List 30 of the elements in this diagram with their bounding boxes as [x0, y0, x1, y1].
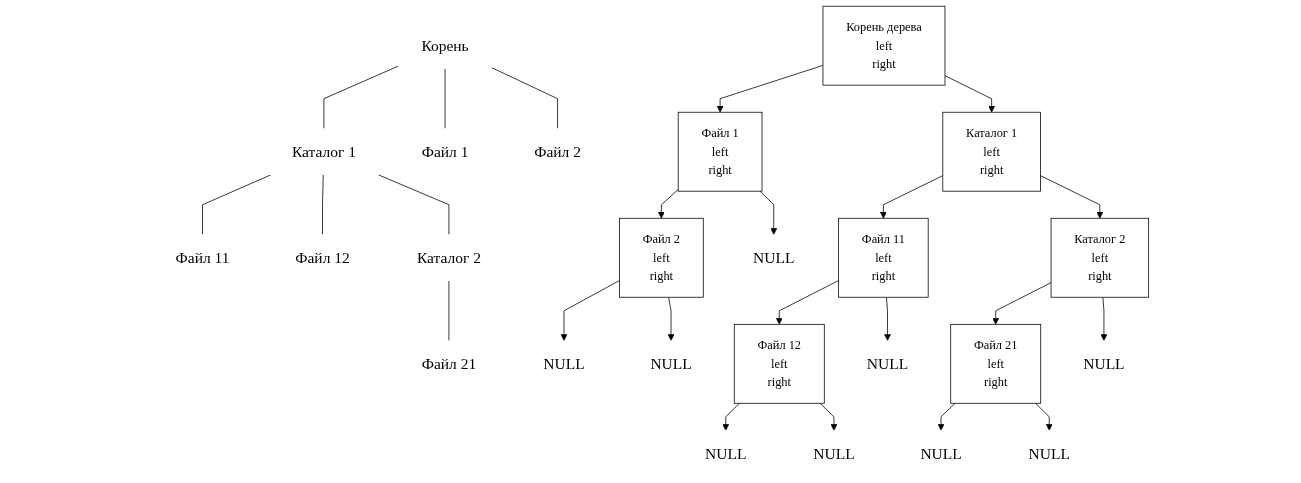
node-text: Файл 12 [295, 249, 350, 267]
node-text: NULL [1028, 445, 1070, 463]
node-text: NULL [813, 445, 855, 463]
node-text: Файл 21 [421, 355, 477, 373]
node-text: Файл 2 [534, 143, 581, 161]
node-text: NULL [543, 355, 585, 373]
node-text: NULL [1083, 355, 1125, 373]
node-box: Каталог 2 left right [1050, 217, 1150, 298]
node-text: Корень [421, 37, 469, 55]
node-text: Файл 1 [421, 143, 469, 161]
node-text: NULL [866, 355, 909, 373]
node-box: Файл 12 left right [733, 323, 825, 404]
node-box: Файл 21 left right [950, 323, 1042, 404]
connector [491, 67, 558, 129]
connector [202, 174, 272, 235]
node-box: Файл 11 left right [838, 217, 929, 298]
node-text: NULL [650, 355, 692, 373]
connector [378, 174, 450, 235]
node-box: Корень дерева left right [822, 5, 946, 86]
node-box: Файл 2 left right [619, 217, 704, 298]
connector [322, 174, 324, 235]
node-text: NULL [705, 445, 747, 463]
connector [323, 65, 399, 129]
node-text: Каталог 1 [291, 143, 356, 161]
node-text: NULL [920, 445, 962, 463]
node-text: Каталог 2 [416, 249, 481, 267]
node-box: Файл 1 left right [677, 111, 763, 192]
node-box: Каталог 1 left right [942, 111, 1041, 192]
node-text: NULL [753, 249, 795, 267]
node-text: Файл 11 [175, 249, 230, 267]
